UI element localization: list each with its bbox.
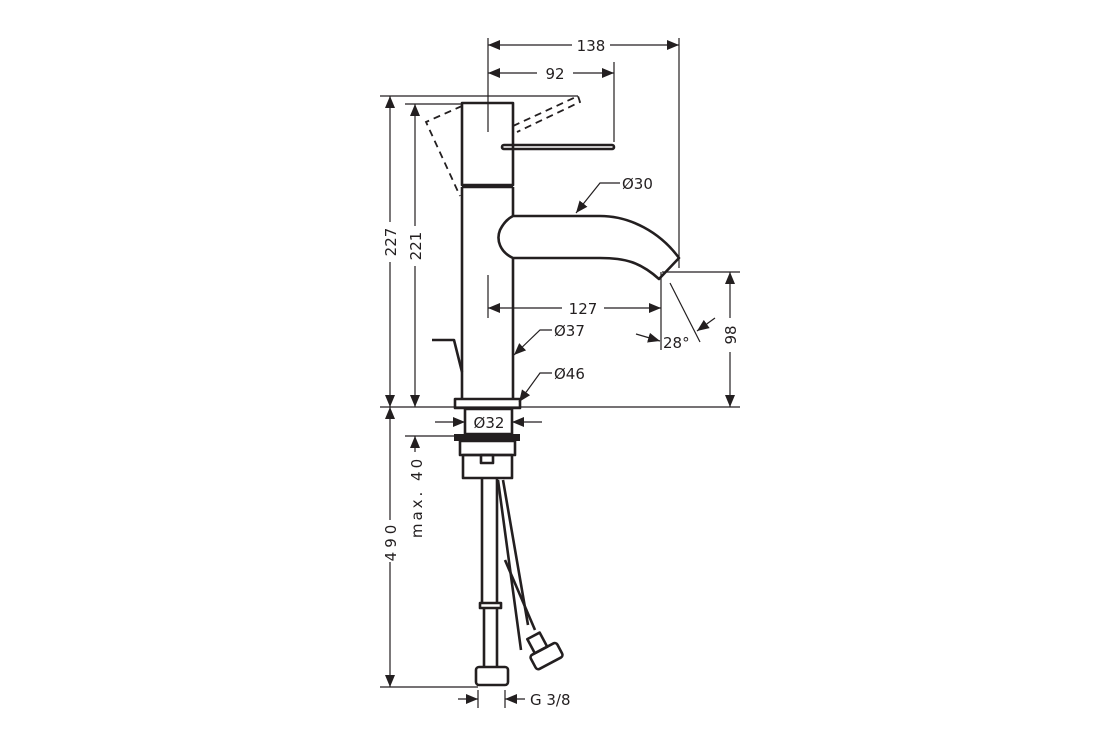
dim-d46: Ø46 xyxy=(554,365,585,383)
faucet-body xyxy=(424,94,681,410)
dim-g3-8: G 3/8 xyxy=(530,691,571,709)
washer xyxy=(454,434,520,441)
dim-98: 98 xyxy=(722,325,740,344)
dim-d32: Ø32 xyxy=(474,414,505,432)
dim-490: 490 xyxy=(382,521,400,562)
nut-body xyxy=(461,453,514,480)
lever-dashed-right xyxy=(512,94,582,133)
column xyxy=(460,187,515,400)
lever-dashed-left xyxy=(424,105,463,197)
dimension-labels: 138 92 227 221 98 127 28° Ø30 Ø37 Ø46 Ø3… xyxy=(382,37,740,709)
undercounter-parts xyxy=(454,407,564,687)
dim-221: 221 xyxy=(407,232,425,261)
dimension-lines xyxy=(385,40,735,704)
dim-92: 92 xyxy=(545,65,564,83)
dim-138: 138 xyxy=(577,37,606,55)
popup-rod xyxy=(432,338,464,373)
dim-227: 227 xyxy=(382,228,400,257)
hose-connector xyxy=(526,631,564,671)
dim-127: 127 xyxy=(569,300,598,318)
nut xyxy=(458,439,517,457)
dim-28-degrees: 28° xyxy=(663,334,690,352)
supply-tube xyxy=(480,478,499,603)
dim-d30: Ø30 xyxy=(622,175,653,193)
tube-connector xyxy=(474,665,510,687)
dim-max-40: max. 40 xyxy=(408,456,426,538)
flex-hose xyxy=(496,479,530,651)
dim-d37: Ø37 xyxy=(554,322,585,340)
lever xyxy=(500,143,616,151)
spout xyxy=(497,214,681,281)
